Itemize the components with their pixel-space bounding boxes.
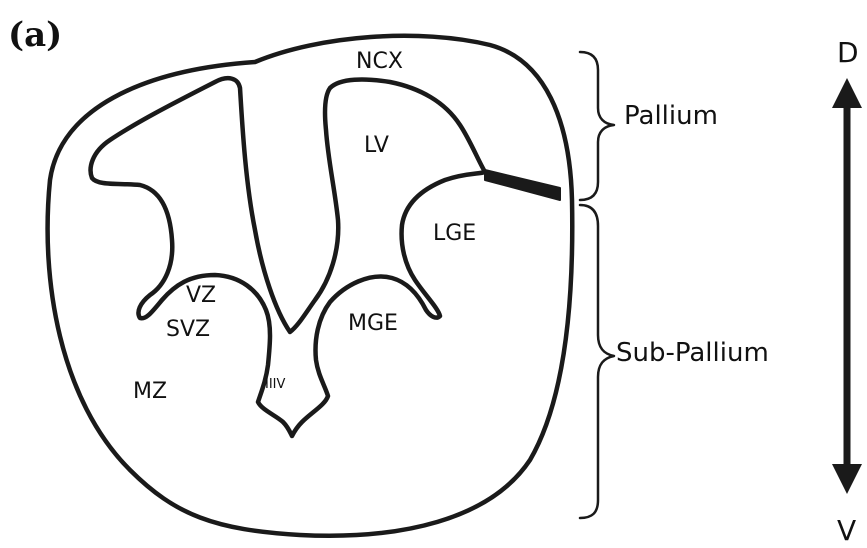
subpallium-brace xyxy=(580,205,614,518)
ventral-arrowhead-icon xyxy=(832,464,862,494)
pallium-brace xyxy=(580,52,614,200)
region-label-lge: LGE xyxy=(433,221,476,246)
subpallium-label: Sub-Pallium xyxy=(616,338,769,368)
region-label-iiiv: IIIV xyxy=(265,377,286,392)
pallium-label: Pallium xyxy=(624,101,718,131)
region-label-vz: VZ xyxy=(186,283,216,308)
region-label-svz: SVZ xyxy=(166,317,210,342)
brain-outline xyxy=(48,36,573,536)
pallium-boundary-line xyxy=(485,170,560,200)
axis-label-dorsal: D xyxy=(837,36,859,69)
dorsal-arrowhead-icon xyxy=(832,78,862,108)
region-label-lv: LV xyxy=(364,133,389,158)
region-label-ncx: NCX xyxy=(356,49,403,74)
panel-label: (a) xyxy=(8,15,62,55)
axis-label-ventral: V xyxy=(837,514,856,547)
region-label-mge: MGE xyxy=(348,311,398,336)
region-label-mz: MZ xyxy=(133,379,167,404)
